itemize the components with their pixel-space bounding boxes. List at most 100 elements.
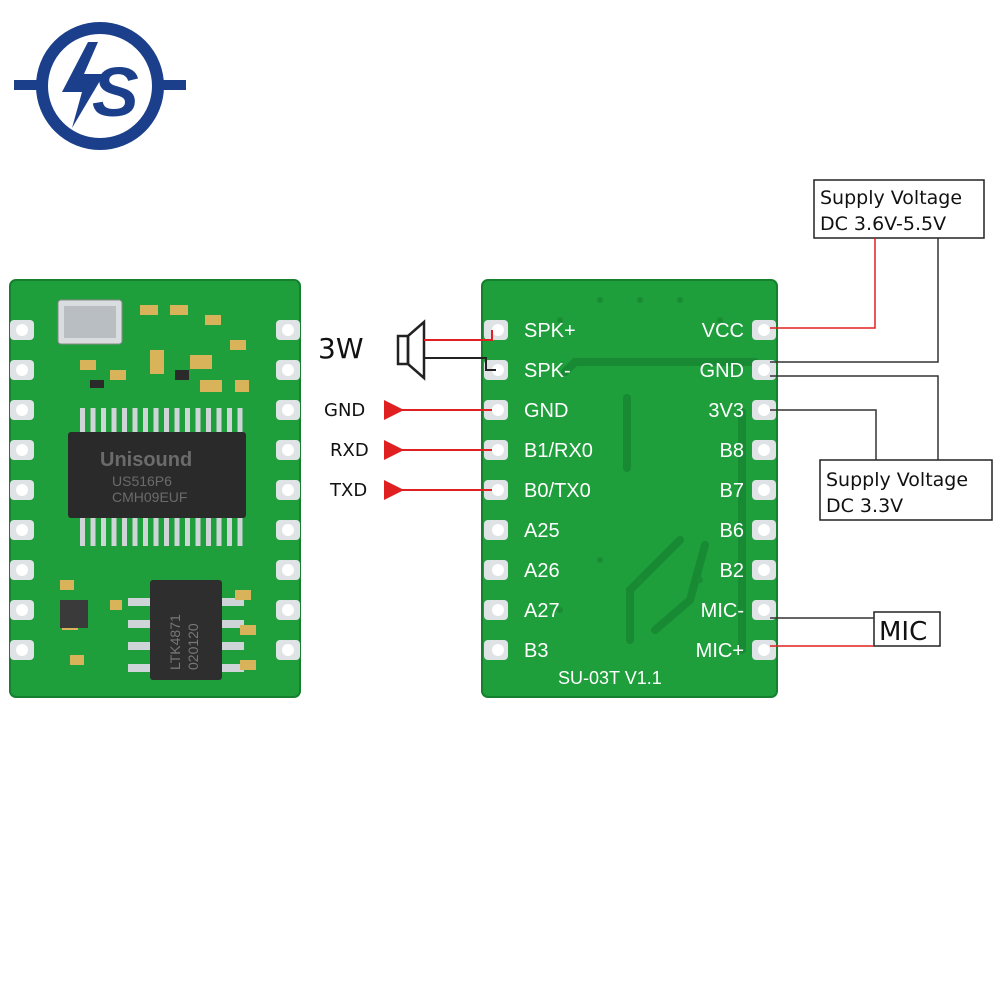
chip-pin [174, 408, 180, 434]
front-pad [276, 400, 300, 420]
back-pad-right [752, 600, 776, 620]
amp-pin [128, 598, 152, 606]
mic-label: MIC [879, 617, 927, 647]
front-pad [276, 640, 300, 660]
chip-pin [185, 408, 190, 434]
chip-pin [195, 408, 201, 434]
amp-pin [220, 620, 244, 628]
chip-pin [206, 408, 211, 434]
back-pad-right [752, 320, 776, 340]
pin-label-left: SPK- [524, 360, 571, 382]
pin-label-left: B1/RX0 [524, 440, 593, 462]
back-pad-left [484, 640, 508, 660]
chip-pin [216, 408, 222, 434]
pin-label-right: 3V3 [708, 400, 744, 422]
chip-pin [90, 408, 96, 434]
back-pad-left [484, 480, 508, 500]
amp-pin [128, 620, 152, 628]
back-pad-left [484, 520, 508, 540]
back-pad-left [484, 400, 508, 420]
front-pad [10, 600, 34, 620]
chip-pin [153, 408, 159, 434]
chip-pin [237, 408, 243, 434]
back-pad-left [484, 560, 508, 580]
pin-label-right: B6 [720, 520, 744, 542]
chip-pin [101, 516, 106, 546]
amp-pin [220, 664, 244, 672]
front-pad [10, 360, 34, 380]
back-pad-right [752, 560, 776, 580]
rxd-label: RXD [330, 440, 369, 461]
chip-pin [206, 516, 211, 546]
supply-5v-range: DC 3.6V-5.5V [820, 213, 946, 235]
supply-3v3-title: Supply Voltage [826, 469, 968, 491]
back-pad-right [752, 640, 776, 660]
front-pad [276, 440, 300, 460]
back-pad-right [752, 400, 776, 420]
pin-label-right: B7 [720, 480, 744, 502]
front-pad [276, 560, 300, 580]
logo-letter: S [92, 53, 139, 131]
chip-pin [164, 408, 169, 434]
amplifier-chip [150, 580, 222, 680]
mic-callout: MIC [770, 611, 941, 647]
chip-pin [216, 516, 222, 546]
chip-pin [80, 408, 85, 434]
back-pad-left [484, 320, 508, 340]
front-pad [276, 360, 300, 380]
amp-model: LTK4871 [167, 614, 183, 670]
amp-code: 020120 [185, 623, 201, 670]
chip-pin [227, 408, 232, 434]
main-chip [68, 432, 246, 518]
pin-label-left: SPK+ [524, 320, 576, 342]
chip-pin [132, 516, 138, 546]
speaker-symbol: 3W [318, 319, 496, 381]
chip-pin [101, 408, 106, 434]
back-pad-right [752, 440, 776, 460]
chip-pin [174, 516, 180, 546]
pin-label-right: B8 [720, 440, 744, 462]
amp-pin [220, 642, 244, 650]
back-pad-right [752, 480, 776, 500]
pin-label-right: GND [700, 360, 744, 382]
front-pad [10, 320, 34, 340]
pin-label-left: B0/TX0 [524, 480, 591, 502]
txd-label: TXD [329, 480, 367, 501]
front-pad [10, 440, 34, 460]
pin-label-right: MIC- [701, 600, 744, 622]
back-pad-left [484, 440, 508, 460]
chip-pin [227, 516, 232, 546]
front-pad [10, 520, 34, 540]
back-pad-right [752, 520, 776, 540]
back-pad-left [484, 600, 508, 620]
chip-pin [111, 516, 117, 546]
module-front: Unisound US516P6 CMH09EUF LTK4871 020120 [9, 279, 301, 698]
chip-pin [90, 516, 96, 546]
back-pad-right [752, 360, 776, 380]
pin-label-right: B2 [720, 560, 744, 582]
pin-label-left: B3 [524, 640, 548, 662]
chip-pin [111, 408, 117, 434]
front-pad [10, 640, 34, 660]
speaker-power-label: 3W [318, 332, 364, 365]
supply-3v3-range: DC 3.3V [826, 495, 903, 517]
chip-pin [143, 408, 148, 434]
supply-3v3-callout: Supply Voltage DC 3.3V [770, 375, 993, 521]
front-pad [10, 480, 34, 500]
chip-pin [164, 516, 169, 546]
pin-label-left: A27 [524, 600, 560, 622]
chip-pin [185, 516, 190, 546]
front-pad [276, 520, 300, 540]
pin-label-left: GND [524, 400, 568, 422]
amp-pin [128, 664, 152, 672]
supply-5v-title: Supply Voltage [820, 187, 962, 209]
pin-label-left: A25 [524, 520, 560, 542]
front-pad [10, 560, 34, 580]
module-model-label: SU-03T V1.1 [558, 668, 662, 688]
chip-code: CMH09EUF [112, 489, 187, 505]
pin-label-right: MIC+ [696, 640, 744, 662]
chip-model: US516P6 [112, 473, 172, 489]
front-pad [276, 600, 300, 620]
